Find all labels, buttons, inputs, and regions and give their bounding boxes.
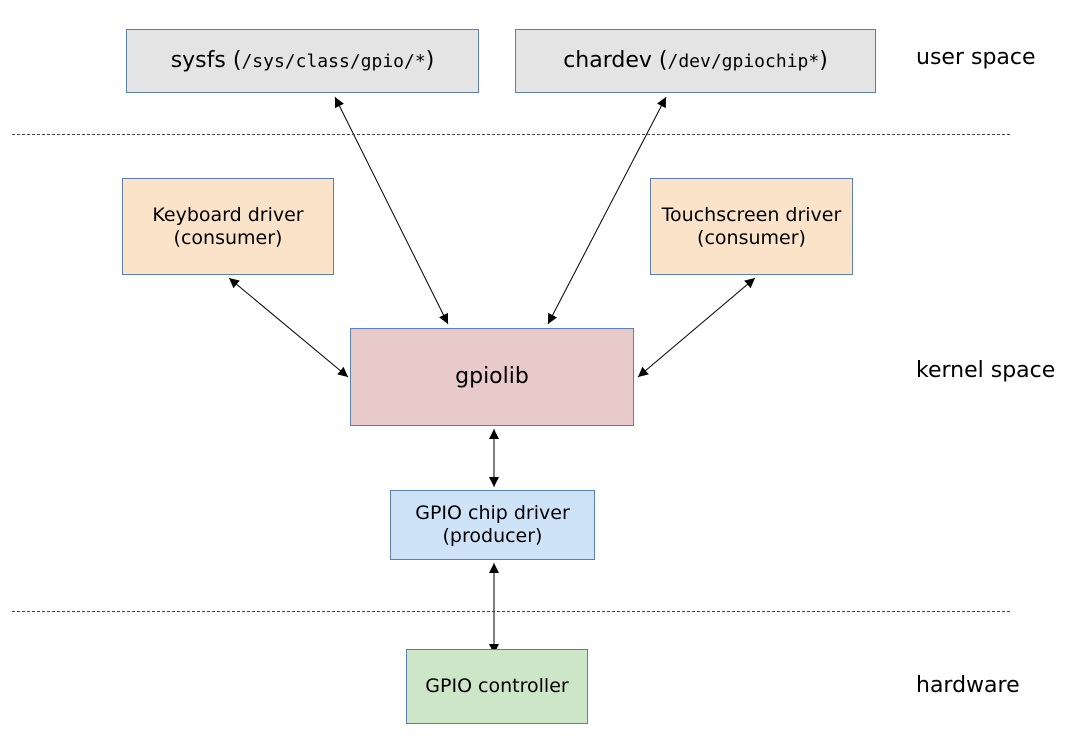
keyboard-driver-role: (consumer) xyxy=(173,226,283,249)
kernel-hardware-separator xyxy=(12,611,1010,612)
gpiolib-box: gpiolib xyxy=(350,328,634,426)
gpio-chip-driver-role: (producer) xyxy=(442,525,543,547)
sysfs-box-text: sysfs (/sys/class/gpio/*) xyxy=(171,48,435,74)
chardev-paren-close: ) xyxy=(819,47,828,73)
sysfs-paren-open: ( xyxy=(232,47,242,73)
touchscreen-driver-name: Touchscreen driver xyxy=(661,203,842,226)
arrow-sysfs-gpiolib xyxy=(334,96,449,325)
keyboard-driver-name: Keyboard driver xyxy=(152,203,304,226)
touchscreen-driver-role: (consumer) xyxy=(697,226,806,249)
sysfs-box: sysfs (/sys/class/gpio/*) xyxy=(126,29,479,93)
sysfs-label: sysfs xyxy=(170,47,226,73)
layer-label-kernel-space: kernel space xyxy=(916,358,1056,383)
chardev-box: chardev (/dev/gpiochip*) xyxy=(515,29,876,93)
chardev-label: chardev xyxy=(563,47,652,73)
arrow-keyboard-gpiolib xyxy=(228,277,349,378)
layer-label-user-space: user space xyxy=(916,45,1036,70)
keyboard-driver-box: Keyboard driver (consumer) xyxy=(122,178,334,275)
chardev-path: /dev/gpiochip* xyxy=(667,50,820,72)
arrow-chardev-gpiolib xyxy=(547,96,667,325)
user-kernel-separator xyxy=(12,134,1010,135)
gpio-controller-label: GPIO controller xyxy=(425,675,569,698)
gpio-controller-box: GPIO controller xyxy=(406,649,588,724)
touchscreen-driver-box: Touchscreen driver (consumer) xyxy=(650,178,853,275)
chardev-box-text: chardev (/dev/gpiochip*) xyxy=(563,48,828,74)
gpiolib-label: gpiolib xyxy=(455,363,529,389)
gpio-chip-driver-name: GPIO chip driver xyxy=(415,502,570,525)
sysfs-path: /sys/class/gpio/* xyxy=(241,50,426,72)
arrow-touchscreen-gpiolib xyxy=(637,277,756,378)
chardev-paren-open: ( xyxy=(658,47,668,73)
layer-label-hardware: hardware xyxy=(916,673,1020,698)
sysfs-paren-close: ) xyxy=(425,47,435,73)
gpio-chip-driver-box: GPIO chip driver (producer) xyxy=(390,490,595,560)
